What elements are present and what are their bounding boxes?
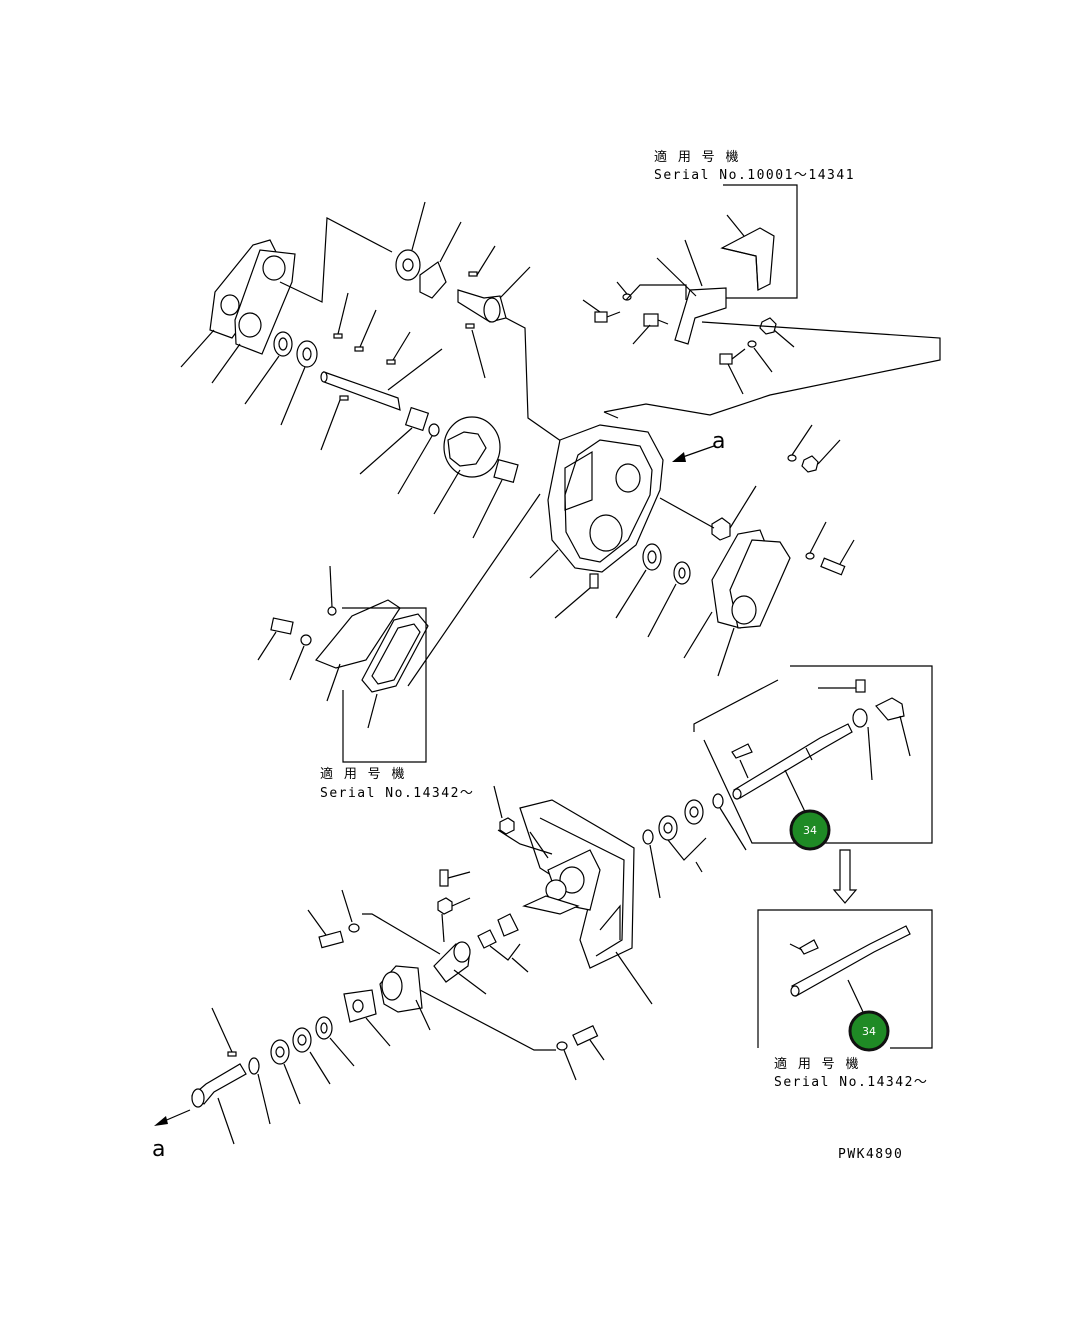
callout-number[interactable]: 34 bbox=[862, 1025, 876, 1038]
serial-note-top-jp: 適 用 号 機 bbox=[654, 149, 740, 165]
stud-part bbox=[818, 679, 911, 781]
flange-hub bbox=[362, 913, 487, 995]
bolt-part bbox=[582, 281, 795, 395]
detail-frame bbox=[693, 679, 779, 732]
bolt-part bbox=[257, 617, 312, 681]
serial-bracket-top bbox=[720, 184, 798, 299]
leader-line bbox=[279, 217, 393, 303]
bushing bbox=[472, 458, 519, 539]
cover-plate bbox=[211, 249, 296, 384]
leader-line bbox=[625, 284, 687, 301]
gear-case bbox=[529, 424, 715, 579]
detail-frame bbox=[703, 665, 933, 844]
bevel-gear bbox=[419, 221, 462, 299]
leader-line bbox=[505, 317, 569, 447]
pinion-shaft bbox=[457, 245, 531, 323]
bushing bbox=[477, 913, 529, 973]
bolt-part bbox=[556, 1025, 605, 1081]
output-shaft-new bbox=[789, 925, 911, 1015]
spur-gear bbox=[433, 416, 501, 515]
callout-badge[interactable] bbox=[789, 809, 831, 851]
bearing bbox=[615, 543, 691, 638]
serial-note-top-en: Serial No.10001～14341 bbox=[654, 168, 855, 183]
serial-note-bottom-jp: 適 用 号 機 bbox=[774, 1056, 860, 1072]
arrow-label-a-top: a bbox=[712, 429, 725, 454]
bearing bbox=[244, 201, 426, 426]
detail-frame bbox=[757, 909, 933, 1049]
callout-34-upper[interactable]: 34 bbox=[789, 809, 831, 851]
bracket-part bbox=[656, 239, 727, 345]
housing-bracket bbox=[497, 799, 653, 1005]
serial-note-mid-jp: 適 用 号 機 bbox=[320, 766, 406, 782]
gasket-part bbox=[361, 613, 429, 729]
bolt-part bbox=[307, 869, 471, 949]
grease-fitting bbox=[554, 573, 599, 619]
bolt-part bbox=[787, 424, 855, 576]
gasket-part bbox=[343, 989, 391, 1047]
serial-bracket-mid bbox=[342, 607, 427, 763]
pin bbox=[320, 292, 486, 451]
collar bbox=[359, 406, 440, 495]
arrow-label-a-bottom: a bbox=[152, 1137, 165, 1162]
snap-ring bbox=[642, 793, 747, 899]
leader-line bbox=[407, 493, 541, 687]
callout-badge[interactable] bbox=[848, 1010, 890, 1052]
flange-housing bbox=[379, 965, 556, 1051]
arrow-down-icon bbox=[832, 849, 858, 904]
shaft bbox=[320, 348, 443, 411]
leader-line bbox=[603, 411, 619, 419]
nut bbox=[493, 785, 515, 835]
drive-shaft bbox=[154, 1007, 247, 1145]
drawing-code: PWK4890 bbox=[838, 1147, 903, 1162]
output-shaft bbox=[731, 723, 853, 819]
leader-line bbox=[603, 321, 941, 416]
cover-part bbox=[720, 214, 775, 291]
callout-34-lower[interactable]: 34 bbox=[848, 1010, 890, 1052]
nut bbox=[659, 485, 757, 541]
serial-note-bottom-en: Serial No.14342～ bbox=[774, 1075, 928, 1090]
side-cover bbox=[683, 529, 791, 677]
bearing bbox=[248, 1016, 355, 1125]
callout-number[interactable]: 34 bbox=[803, 824, 817, 837]
serial-note-mid-en: Serial No.14342～ bbox=[320, 786, 474, 801]
